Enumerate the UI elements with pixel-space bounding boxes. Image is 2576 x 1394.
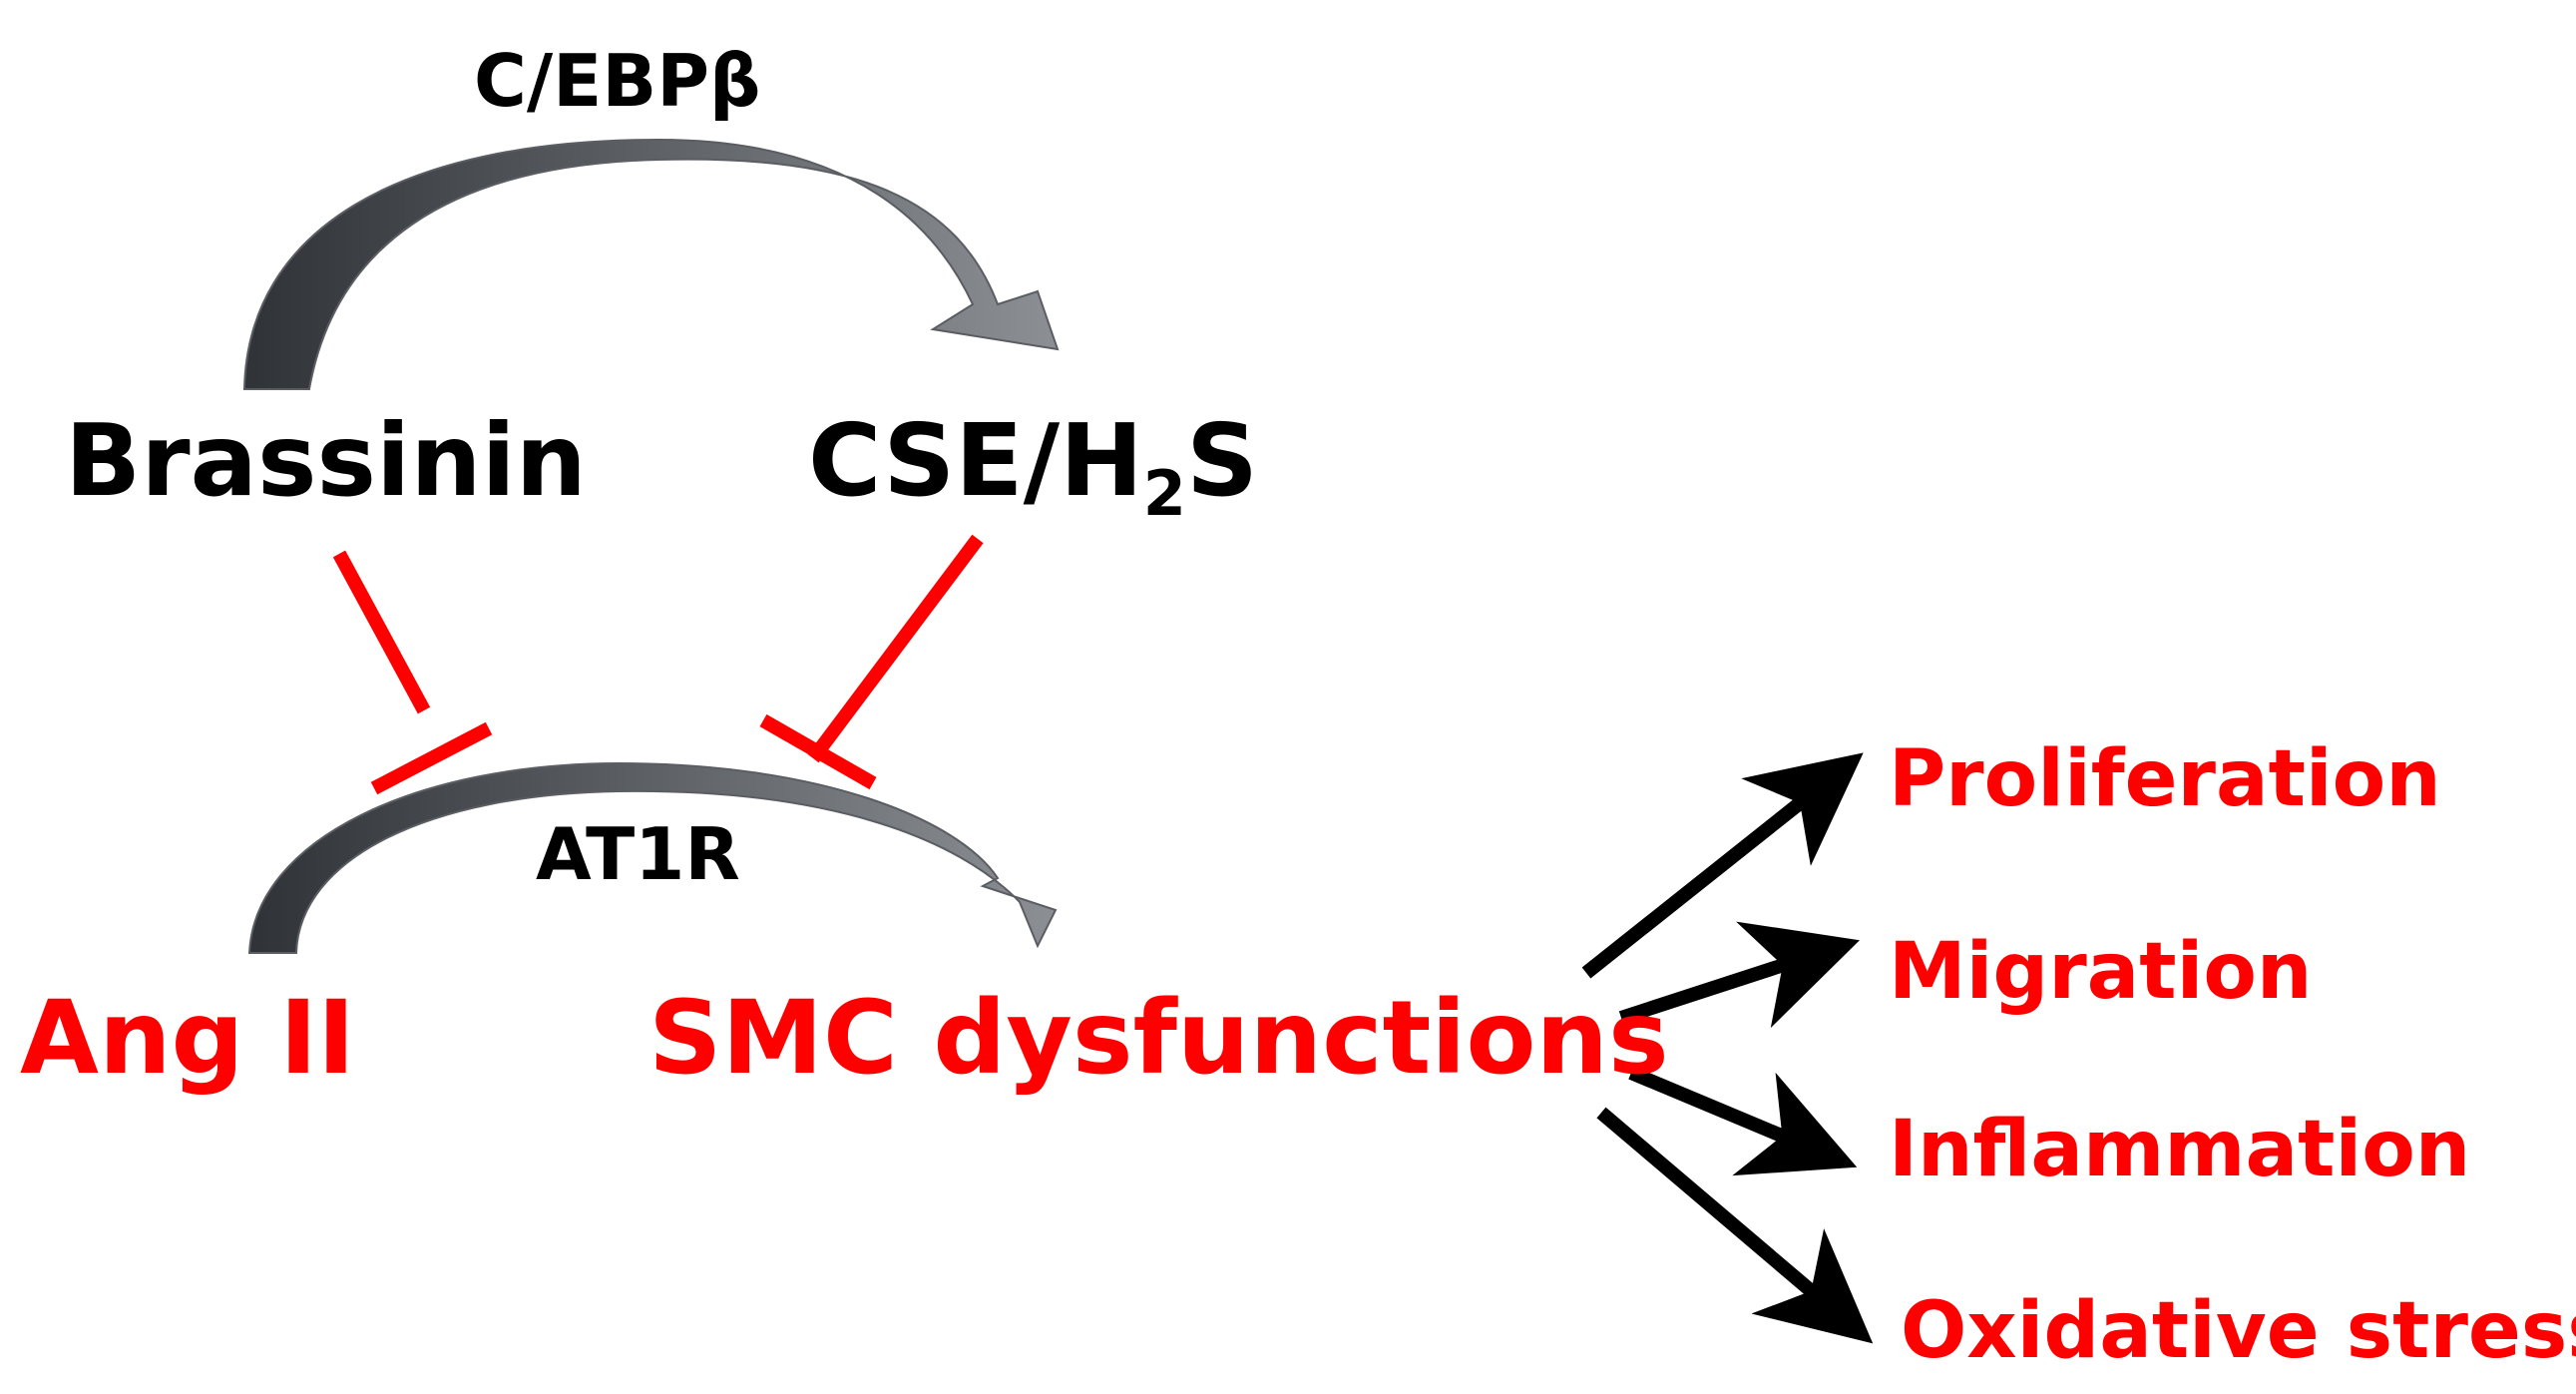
cse-h2s-node: CSE/H2S — [808, 411, 1258, 525]
cebp-label: C/EBPβ — [474, 39, 761, 123]
arrow-to-migration — [1618, 921, 1860, 1029]
cse-inhibition-line — [807, 534, 984, 763]
cse-prefix: CSE/H — [808, 402, 1143, 519]
migration-outcome: Migration — [1889, 927, 2313, 1017]
at1r-curved-arrow — [247, 761, 1058, 954]
cse-suffix: S — [1185, 402, 1258, 519]
cebp-curved-arrow — [242, 138, 1060, 390]
brassinin-node: Brassinin — [65, 402, 587, 519]
arrow-to-proliferation — [1581, 752, 1864, 979]
brassinin-inhibition-bar — [370, 721, 493, 795]
cse-subscript: 2 — [1142, 456, 1186, 530]
inflammation-outcome: Inflammation — [1889, 1105, 2471, 1194]
smc-dysfunctions-node: SMC dysfunctions — [648, 979, 1669, 1098]
at1r-label: AT1R — [536, 812, 740, 896]
cse-inhibition-bar — [759, 713, 877, 790]
oxidative-stress-outcome: Oxidative stress — [1901, 1286, 2576, 1376]
brassinin-inhibition-line — [332, 550, 431, 714]
arrow-to-inflammation — [1628, 1066, 1858, 1176]
arrow-to-oxidative-stress — [1596, 1107, 1874, 1344]
ang-ii-node: Ang II — [20, 979, 355, 1098]
proliferation-outcome: Proliferation — [1889, 734, 2441, 824]
